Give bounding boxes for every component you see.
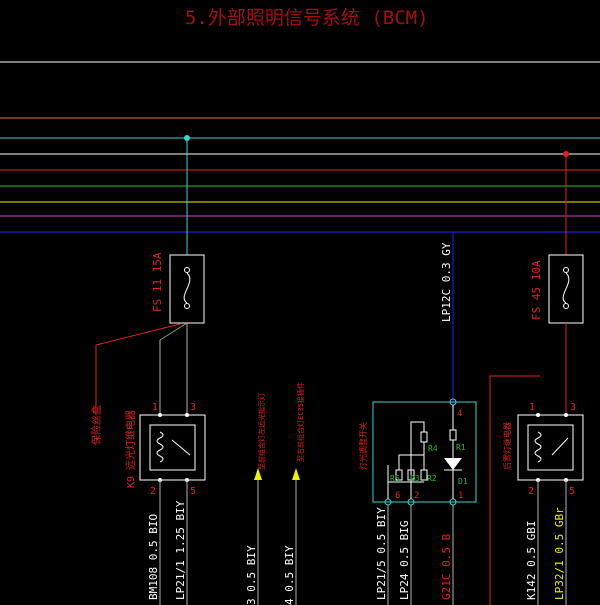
relay-k9-switch-arm: [171, 439, 191, 456]
relay-k9-pin1: 1: [152, 402, 158, 413]
wire-label-lp24: LP24 0.5 BIG: [398, 521, 411, 600]
relay-rear-fog-switch-arm: [551, 437, 569, 456]
bus-lines: [0, 61, 600, 233]
wire-label-3: 3 0.5 BIY: [245, 545, 258, 605]
wire-label-k142: K142 0.5 GBI: [525, 521, 538, 600]
light-adjust-switch: 灯光调整开关 4 6 2 1 R4 R1 R5 R3 R2 D1: [358, 398, 477, 506]
resistor-r1: [449, 429, 457, 441]
fuse-fs45-element: [562, 272, 570, 304]
label-r4: R4: [428, 444, 438, 453]
fuse-fs45-label: FS 45 10A: [530, 260, 543, 320]
relay-k9-name: K9 远光灯继电器: [124, 410, 137, 488]
resistor-r3: [407, 469, 415, 481]
relay-rear-fog-inner: [527, 424, 574, 471]
fuse-box-label: 保险丝盒: [90, 405, 103, 445]
relay-rear-fog-pin3-dot: [564, 413, 568, 417]
switch-box: [372, 401, 477, 503]
switch-pin2: 2: [414, 491, 419, 501]
fuse-fs11-label: FS 11 15A: [151, 252, 164, 312]
fuse-fs11-contact-bottom: [184, 303, 190, 309]
resistor-r5: [395, 469, 403, 481]
fuse-box-leader-line: [95, 323, 181, 415]
relay-rear-fog-name: 后雾灯继电器: [502, 422, 512, 470]
wire-label-g21c: G21C 0.5 B: [440, 533, 453, 600]
label-r5: R5: [390, 474, 400, 483]
label-d1: D1: [458, 477, 468, 486]
diagram-title: 5.外部照明信号系统 (BCM): [185, 7, 429, 29]
relay-k9-pin3-dot: [185, 413, 189, 417]
switch-pin4: 4: [457, 409, 462, 419]
relay-k9-pin5: 5: [190, 486, 196, 497]
relay2-frame-line: [489, 375, 540, 605]
label-r1: R1: [456, 443, 466, 452]
relay-rear-fog-pin1-dot: [536, 413, 540, 417]
relay-rear-fog-pin1: 1: [529, 402, 535, 413]
wire-label-bm108: BM108 0.5 BIO: [147, 514, 160, 600]
relay-k9-pin1-dot: [158, 413, 162, 417]
arrow-wire-1: 至前组合灯左远光指示灯 3 0.5 BIY: [245, 393, 266, 605]
relay-rear-fog-pin5: 5: [569, 486, 575, 497]
label-r3: R3: [410, 474, 420, 483]
relay-rear-fog-pin3: 3: [570, 402, 576, 413]
fuse-fs45-contact-top: [563, 267, 569, 273]
relay-k9: 1 3 2 5 K9 远光灯继电器: [124, 402, 206, 497]
wire-label-4: 4 0.5 BIY: [283, 545, 296, 605]
arrow-wire-1-arrowhead: [254, 468, 262, 480]
relay-rear-fog-pin2: 2: [528, 486, 534, 497]
wire-label-lp12c: LP12C 0.3 GY: [440, 242, 453, 322]
arrow-wire-1-label: 至前组合灯左远光指示灯: [257, 393, 266, 470]
label-r2: R2: [427, 474, 437, 483]
fuse-fs45-contact-bottom: [563, 303, 569, 309]
arrow-wire-2-arrowhead: [292, 468, 300, 480]
relay-k9-pin3: 3: [190, 402, 196, 413]
relay-rear-fog-coil: [534, 431, 542, 463]
arrow-wire-2-label: 至右前组合灯EC35接插件: [296, 382, 305, 462]
relay-rear-fog-box: [517, 414, 584, 481]
resistor-r2: [420, 469, 428, 481]
arrow-wire-2: 至右前组合灯EC35接插件 4 0.5 BIY: [283, 382, 305, 605]
switch-pin1: 1: [458, 491, 463, 501]
relay-k9-inner: [149, 424, 196, 471]
relay-k9-box: [139, 414, 206, 481]
diode-d1: [444, 458, 462, 470]
fuse-fs11-contact-top: [184, 267, 190, 273]
switch-internal-wiring: [387, 405, 454, 499]
relay-k9-pin2: 2: [150, 486, 156, 497]
wire-label-lp32-1: LP32/1 0.5 GBr: [553, 507, 566, 600]
wire-label-lp21-5: LP21/5 0.5 BIY: [375, 507, 388, 600]
wire-label-lp21-1: LP21/1 1.25 BIY: [174, 500, 187, 600]
relay-rear-fog: 1 3 2 5 后雾灯继电器: [502, 402, 584, 497]
switch-name: 灯光调整开关: [358, 422, 368, 470]
switch-pin6: 6: [395, 491, 400, 501]
fuse-fs11-element: [183, 272, 191, 304]
relay-k9-coil: [156, 431, 164, 463]
resistor-r4: [420, 431, 428, 443]
wire-fuse1-out-olive: [159, 322, 188, 341]
